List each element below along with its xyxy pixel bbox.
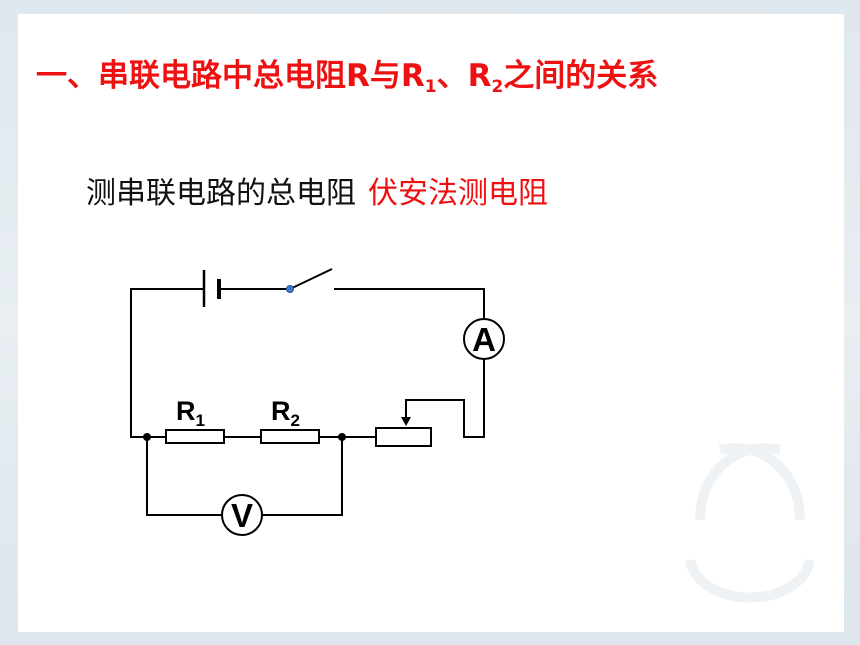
resistor-r1 (165, 429, 225, 444)
rheostat (375, 427, 432, 447)
resistor-r2 (260, 429, 320, 444)
subtitle-highlight: 伏安法测电阻 (368, 176, 548, 211)
wire-voltmeter-right (262, 437, 343, 516)
wire-top-left (130, 288, 203, 438)
voltmeter-label: V (231, 497, 253, 534)
switch-pivot (286, 285, 294, 293)
ammeter-label: A (472, 321, 496, 358)
wire-voltmeter-left (146, 437, 222, 516)
switch-blade (289, 268, 333, 290)
subtitle: 测串联电路的总电阻伏安法测电阻 (86, 168, 548, 212)
junction-left (143, 433, 151, 441)
rheostat-slider-arrow (401, 417, 411, 426)
wire-top-right (334, 288, 485, 319)
subtitle-text: 测串联电路的总电阻 (86, 176, 356, 211)
label-r1: R1 (176, 396, 205, 430)
slide-title: 一、串联电路中总电阻R与R1、R2之间的关系 (36, 58, 659, 97)
slide-canvas (18, 14, 844, 632)
voltmeter-circle (221, 494, 263, 536)
junction-right (338, 433, 346, 441)
wire-right (405, 359, 485, 438)
label-r2: R2 (271, 396, 300, 430)
